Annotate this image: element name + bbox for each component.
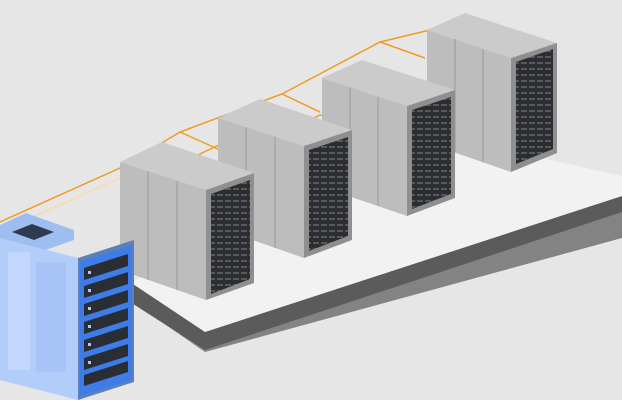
rack-1 xyxy=(120,142,254,300)
rack-2-door xyxy=(309,137,348,251)
cable-5 xyxy=(379,41,426,59)
server-slots xyxy=(84,254,128,386)
rack-1-top xyxy=(120,142,254,190)
server-slot xyxy=(84,254,128,280)
server-slot xyxy=(84,361,128,386)
server-slot xyxy=(84,308,128,334)
server-slot xyxy=(84,326,128,352)
rack-3-top xyxy=(322,60,455,106)
platform xyxy=(130,140,622,352)
server-indicator-lights xyxy=(88,271,91,364)
platform-top xyxy=(130,140,622,332)
server-slot xyxy=(84,344,128,370)
server-slot xyxy=(84,272,128,298)
rack-1-left-face xyxy=(120,162,206,300)
server-slot xyxy=(84,290,128,316)
rack-2-top xyxy=(218,99,352,146)
cable-3 xyxy=(179,131,221,151)
rack-3-door xyxy=(412,97,451,209)
blue-server-cabinet xyxy=(0,213,134,400)
rack-1-door xyxy=(211,180,250,294)
server-left-panel xyxy=(8,252,30,370)
server-left-panel-2 xyxy=(36,262,66,372)
server-top-display xyxy=(12,224,54,240)
rack-4-door xyxy=(516,49,553,164)
rack-4-top xyxy=(427,13,557,58)
cable-4 xyxy=(281,93,321,113)
